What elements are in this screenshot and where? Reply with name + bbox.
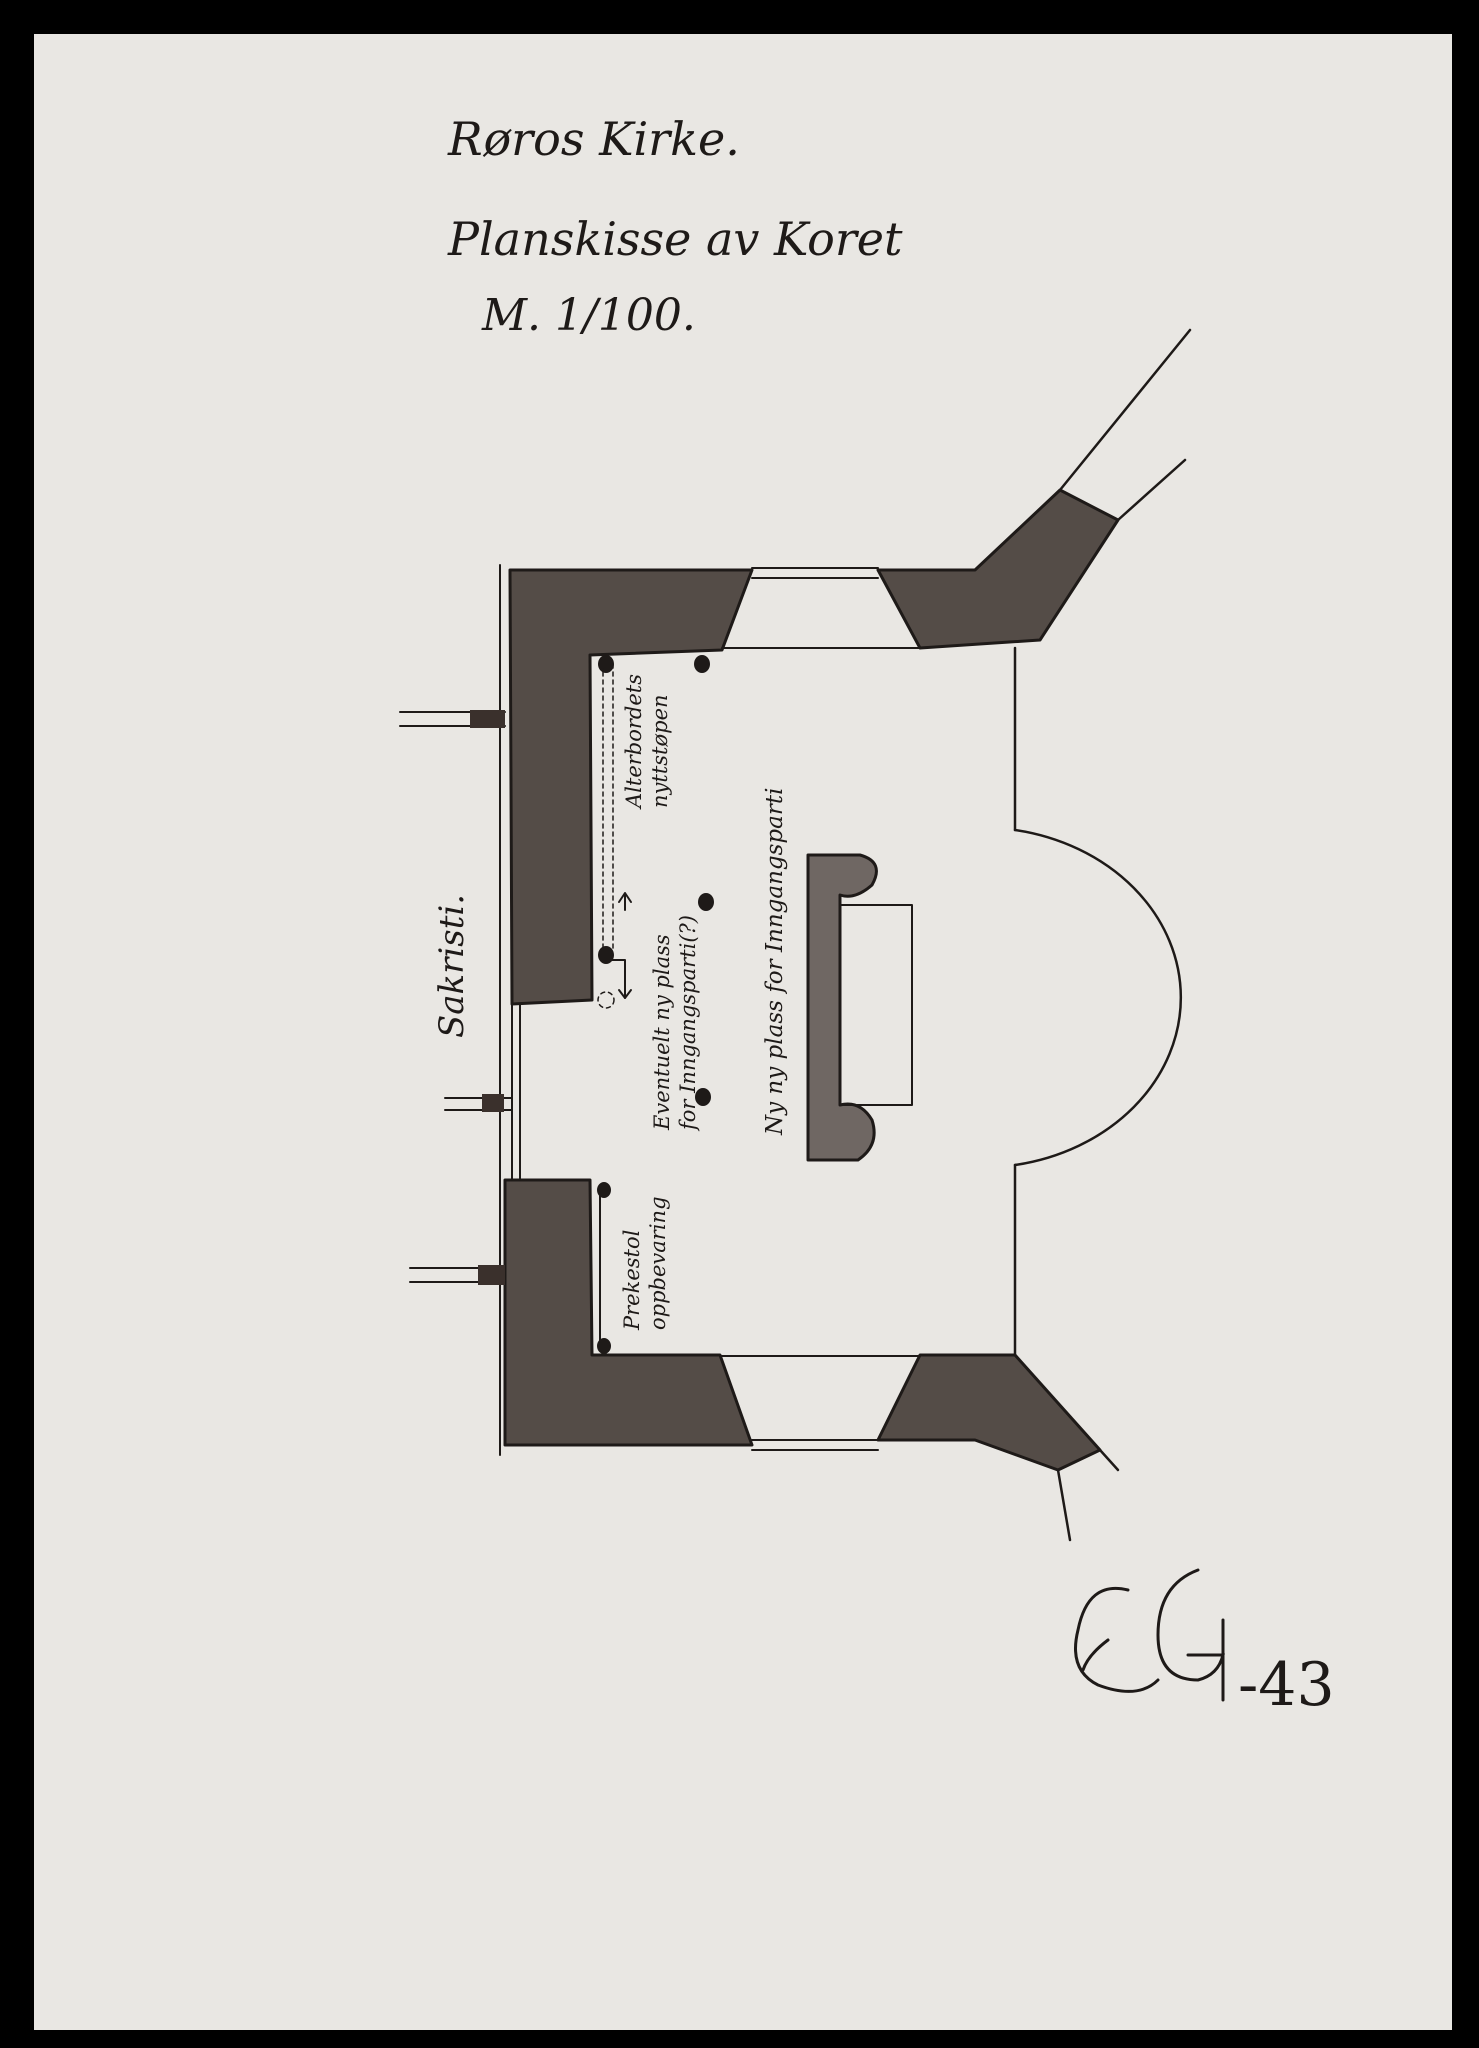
new-location-note: Ny ny plass for Inngangsparti — [762, 787, 788, 1135]
altar-note-line2: nyttstøpen — [648, 694, 672, 808]
pulpit-note-line1: Prekestol — [620, 1229, 644, 1330]
nave-diagonals — [1056, 328, 1192, 1542]
apse-outline — [1013, 646, 1183, 1357]
sakristi-label: Sakristi. — [432, 893, 472, 1038]
window-openings — [719, 567, 921, 1451]
pulpit-note-line2: oppbevaring — [646, 1196, 670, 1330]
sacristy-stubs — [470, 710, 505, 1285]
altar-note-line1: Alterbordets — [622, 674, 646, 808]
dashed-outline — [597, 663, 615, 1009]
altar-rail — [806, 853, 913, 1162]
paper-sheet — [34, 34, 1452, 2030]
drawing-scale: M. 1/100. — [482, 290, 696, 341]
choir-walls — [503, 488, 1120, 1472]
alternative-note-line1: Eventuelt ny plass — [650, 934, 674, 1130]
alternative-note-line2: for Inngangsparti(?) — [676, 915, 700, 1130]
signature-year: -43 — [1238, 1650, 1335, 1720]
drawing-title-line2: Planskisse av Koret — [448, 212, 903, 266]
pointer-arrows — [599, 892, 632, 1343]
drawing-title-line1: Røros Kirke. — [448, 112, 740, 166]
signature-mark: -43 — [1074, 1568, 1335, 1720]
